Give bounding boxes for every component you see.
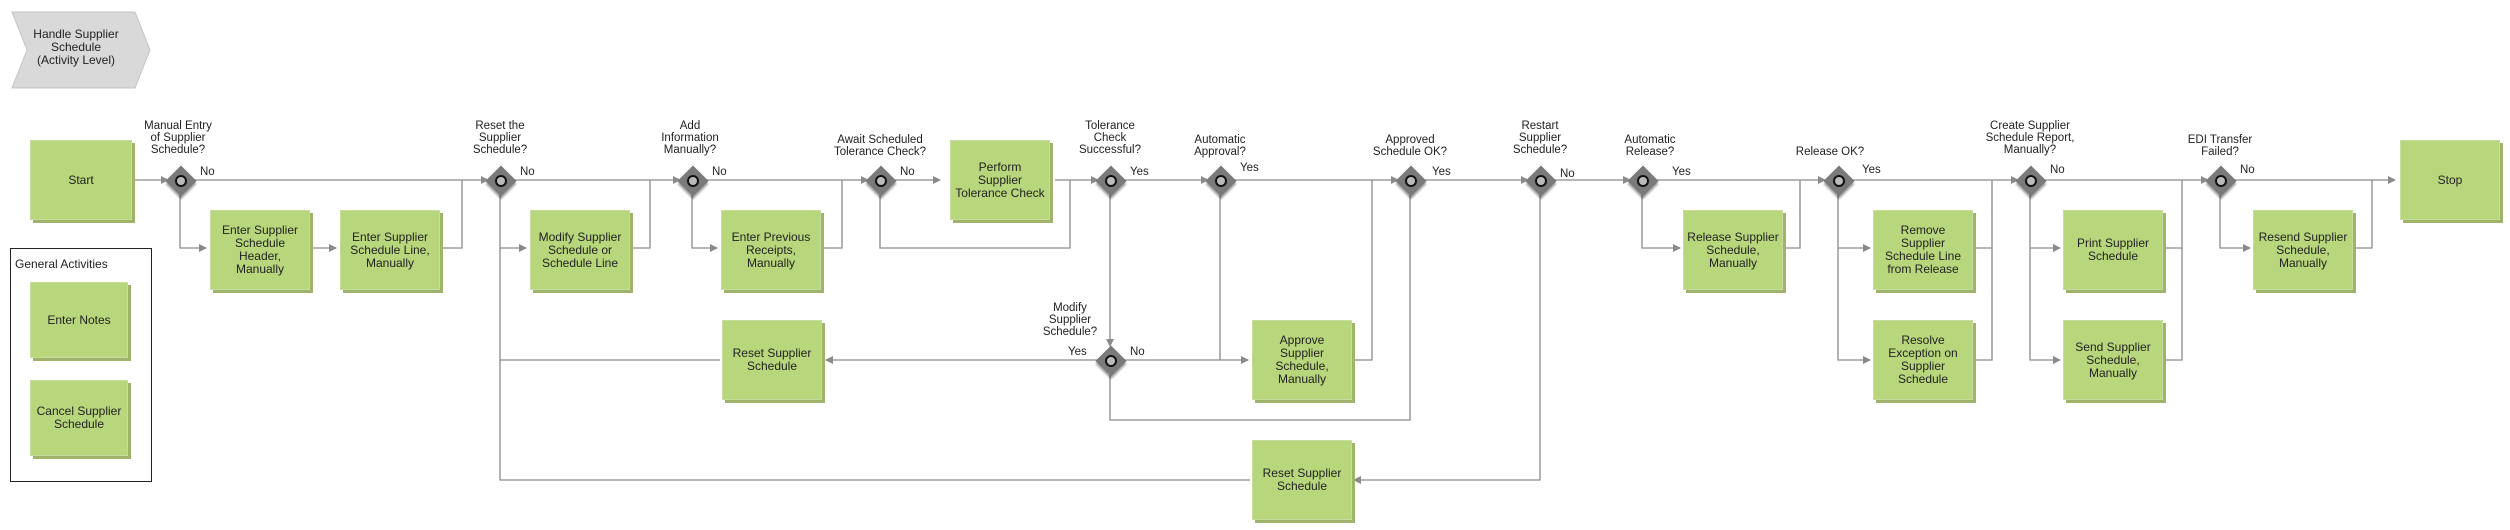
activity-reset-supplier-schedule-1[interactable]: Reset Supplier Schedule (722, 320, 822, 400)
activity-release-supplier-schedule[interactable]: Release Supplier Schedule, Manually (1683, 210, 1783, 290)
activity-label: Release Supplier Schedule, Manually (1687, 229, 1779, 270)
activity-label: Enter Previous Receipts, Manually (731, 229, 811, 270)
gateway-label: Await Scheduled Tolerance Check? (833, 134, 927, 158)
activity-perform-tolerance-check[interactable]: Perform Supplier Tolerance Check (950, 140, 1050, 220)
gateway-label: EDI Transfer Failed? (2187, 134, 2253, 158)
activity-label: Stop (2437, 172, 2463, 187)
gateway-label: Modify Supplier Schedule? (1042, 302, 1098, 338)
gateway-label: Create Supplier Schedule Report, Manuall… (1985, 120, 2075, 156)
process-title: Handle Supplier Schedule (Activity Level… (33, 27, 119, 67)
activity-enter-supplier-schedule-line[interactable]: Enter Supplier Schedule Line, Manually (340, 210, 440, 290)
branch-yes: Yes (1862, 164, 1881, 176)
activity-label: Perform Supplier Tolerance Check (955, 159, 1045, 200)
branch-yes: Yes (1068, 346, 1087, 358)
branch-yes: Yes (1240, 162, 1259, 174)
activity-label: Resend Supplier Schedule, Manually (2258, 229, 2348, 270)
branch-no: No (520, 166, 535, 178)
activity-modify-supplier-schedule[interactable]: Modify Supplier Schedule or Schedule Lin… (530, 210, 630, 290)
activity-label: Resolve Exception on Supplier Schedule (1888, 333, 1958, 386)
branch-no: No (2240, 164, 2255, 176)
branch-yes: Yes (1130, 166, 1149, 178)
activity-label: Reset Supplier Schedule (732, 346, 812, 373)
general-activities-heading: General Activities (15, 257, 108, 271)
branch-yes: Yes (1672, 166, 1691, 178)
activity-print-supplier-schedule[interactable]: Print Supplier Schedule (2063, 210, 2163, 290)
branch-no: No (1560, 168, 1575, 180)
branch-no: No (900, 166, 915, 178)
activity-label: Start (68, 172, 94, 187)
activity-label: Print Supplier Schedule (2076, 236, 2150, 263)
activity-enter-notes[interactable]: Enter Notes (30, 282, 128, 358)
activity-enter-supplier-schedule-header[interactable]: Enter Supplier Schedule Header, Manually (210, 210, 310, 290)
branch-no: No (1130, 346, 1145, 358)
activity-approve-supplier-schedule[interactable]: Approve Supplier Schedule, Manually (1252, 320, 1352, 400)
stop-event[interactable]: Stop (2400, 140, 2500, 220)
activity-enter-previous-receipts[interactable]: Enter Previous Receipts, Manually (721, 210, 821, 290)
activity-label: Modify Supplier Schedule or Schedule Lin… (538, 229, 622, 270)
activity-resend-supplier-schedule[interactable]: Resend Supplier Schedule, Manually (2253, 210, 2353, 290)
branch-no: No (200, 166, 215, 178)
branch-no: No (712, 166, 727, 178)
activity-label: Approve Supplier Schedule, Manually (1275, 333, 1329, 386)
activity-label: Remove Supplier Schedule Line from Relea… (1884, 223, 1962, 276)
activity-reset-supplier-schedule-2[interactable]: Reset Supplier Schedule (1252, 440, 1352, 520)
gateway-label: Reset the Supplier Schedule? (472, 120, 528, 156)
gateway-label: Manual Entry of Supplier Schedule? (144, 120, 212, 156)
activity-label: Send Supplier Schedule, Manually (2075, 339, 2151, 380)
gateway-label: Release OK? (1795, 146, 1865, 158)
activity-send-supplier-schedule[interactable]: Send Supplier Schedule, Manually (2063, 320, 2163, 400)
branch-yes: Yes (1432, 166, 1451, 178)
activity-cancel-supplier-schedule[interactable]: Cancel Supplier Schedule (30, 380, 128, 456)
gateway-label: Automatic Approval? (1194, 134, 1246, 158)
activity-label: Enter Notes (47, 312, 111, 327)
gateway-label: Approved Schedule OK? (1372, 134, 1448, 158)
start-event[interactable]: Start (30, 140, 132, 220)
activity-label: Enter Supplier Schedule Line, Manually (350, 229, 430, 270)
gateway-label: Restart Supplier Schedule? (1512, 120, 1568, 156)
branch-no: No (2050, 164, 2065, 176)
activity-label: Cancel Supplier Schedule (36, 404, 122, 431)
gateway-label: Automatic Release? (1624, 134, 1676, 158)
activity-remove-schedule-line[interactable]: Remove Supplier Schedule Line from Relea… (1873, 210, 1973, 290)
gateway-label: Add Information Manually? (661, 120, 719, 156)
activity-label: Enter Supplier Schedule Header, Manually (221, 223, 299, 276)
activity-label: Reset Supplier Schedule (1262, 466, 1342, 493)
gateway-label: Tolerance Check Successful? (1078, 120, 1141, 156)
title-chevron (11, 11, 151, 89)
activity-resolve-exception[interactable]: Resolve Exception on Supplier Schedule (1873, 320, 1973, 400)
